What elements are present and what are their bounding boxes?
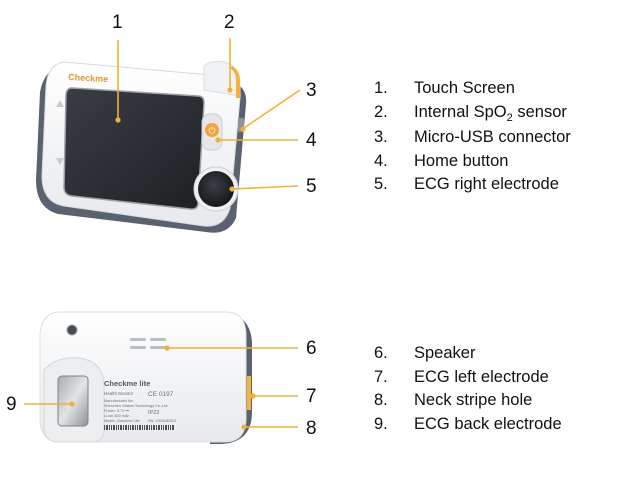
- spo2-sensor-accent: [230, 66, 240, 98]
- front-device: Checkme ⏻: [36, 61, 247, 233]
- home-button[interactable]: [205, 123, 219, 137]
- label-sn: SN: 1904182001: [148, 419, 177, 423]
- label-product: Checkme lite: [104, 379, 150, 388]
- neck-stripe-hole: [66, 324, 78, 336]
- callout-6: 6: [306, 338, 317, 359]
- speaker-grill: [130, 338, 166, 349]
- callout-4: 4: [306, 130, 317, 151]
- leader-5: [231, 185, 299, 190]
- leader-dot-8: [241, 424, 247, 430]
- screen-up-arrow: [56, 100, 64, 107]
- legend-item-ecg-left: 7.ECG left electrode: [374, 367, 549, 386]
- leader-dot-2: [227, 87, 233, 93]
- legend-item-speaker: 6.Speaker: [374, 344, 476, 362]
- leader-lines: [24, 38, 301, 428]
- leader-dot-9: [69, 401, 75, 407]
- legend-item-usb: 3.Micro-USB connector: [374, 128, 571, 146]
- leader-3: [243, 89, 301, 129]
- back-label: Checkme lite CE 0197 Health Monitor Manu…: [104, 379, 177, 430]
- legend-item-spo2-sensor: 2.Internal SpO2 sensor: [374, 102, 567, 124]
- ecg-right-electrode: [198, 171, 234, 207]
- label-line2: Shenzhen Viatom Technology Co.,Ltd.: [104, 404, 168, 408]
- label-ip: IP22: [148, 410, 159, 416]
- legend-item-ecg-back: 9.ECG back electrode: [374, 414, 562, 433]
- touch-screen: [63, 87, 205, 210]
- leader-dot-4: [215, 137, 221, 143]
- ecg-back-electrode: [57, 375, 89, 427]
- callout-3: 3: [306, 80, 317, 101]
- callout-5: 5: [306, 176, 317, 197]
- callout-9: 9: [6, 394, 17, 415]
- leader-dot-7: [250, 393, 256, 399]
- callout-8: 8: [306, 418, 317, 439]
- leader-dot-3: [240, 126, 246, 132]
- label-line1: Manufactured for:: [104, 399, 134, 403]
- home-button-icon: ⏻: [209, 126, 216, 137]
- legend-item-home-button: 4.Home button: [374, 151, 509, 170]
- label-subtitle: Health Monitor: [104, 391, 134, 396]
- label-barcode: [104, 425, 174, 430]
- legend-item-neck-hole: 8.Neck stripe hole: [374, 391, 533, 409]
- callout-7: 7: [306, 386, 317, 407]
- label-model: Model: Checkme Lite: [104, 419, 140, 423]
- legend-item-ecg-right: 5.ECG right electrode: [374, 175, 559, 193]
- leader-dot-5: [229, 186, 235, 192]
- legend-top: 1.Touch Screen 2.Internal SpO2 sensor 3.…: [374, 77, 571, 197]
- legend-bottom: 6.Speaker 7.ECG left electrode 8.Neck st…: [374, 342, 562, 436]
- callout-1: 1: [112, 12, 123, 33]
- screen-down-arrow: [56, 158, 64, 165]
- leader-dot-1: [115, 117, 121, 123]
- label-line3: Power: 3.7V ⎓: [104, 409, 129, 413]
- back-device: Checkme lite CE 0197 Health Monitor Manu…: [39, 311, 252, 444]
- leader-dots: [69, 87, 256, 430]
- back-bumper-accent: [247, 376, 251, 410]
- callout-2: 2: [224, 12, 235, 33]
- leader-dot-6: [164, 345, 170, 351]
- label-ce: CE 0197: [148, 391, 174, 398]
- spo2-sensor: [203, 61, 241, 97]
- legend-item-touch-screen: 1.Touch Screen: [374, 79, 515, 97]
- label-line4: Li-ion 500 mAh: [104, 414, 130, 418]
- brand-logo: Checkme: [68, 72, 108, 84]
